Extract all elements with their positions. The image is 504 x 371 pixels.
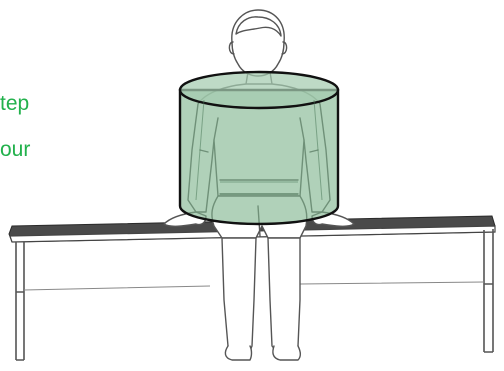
personal-space-cylinder	[180, 72, 338, 224]
cylinder-body	[180, 90, 338, 224]
bench-leg-left	[16, 242, 24, 360]
figure-leg-left	[222, 238, 256, 356]
caption-line-1: tep	[0, 92, 29, 116]
bench-leg-right	[484, 229, 493, 352]
figure-leg-right	[268, 238, 300, 356]
caption-line-2: our	[0, 138, 30, 162]
